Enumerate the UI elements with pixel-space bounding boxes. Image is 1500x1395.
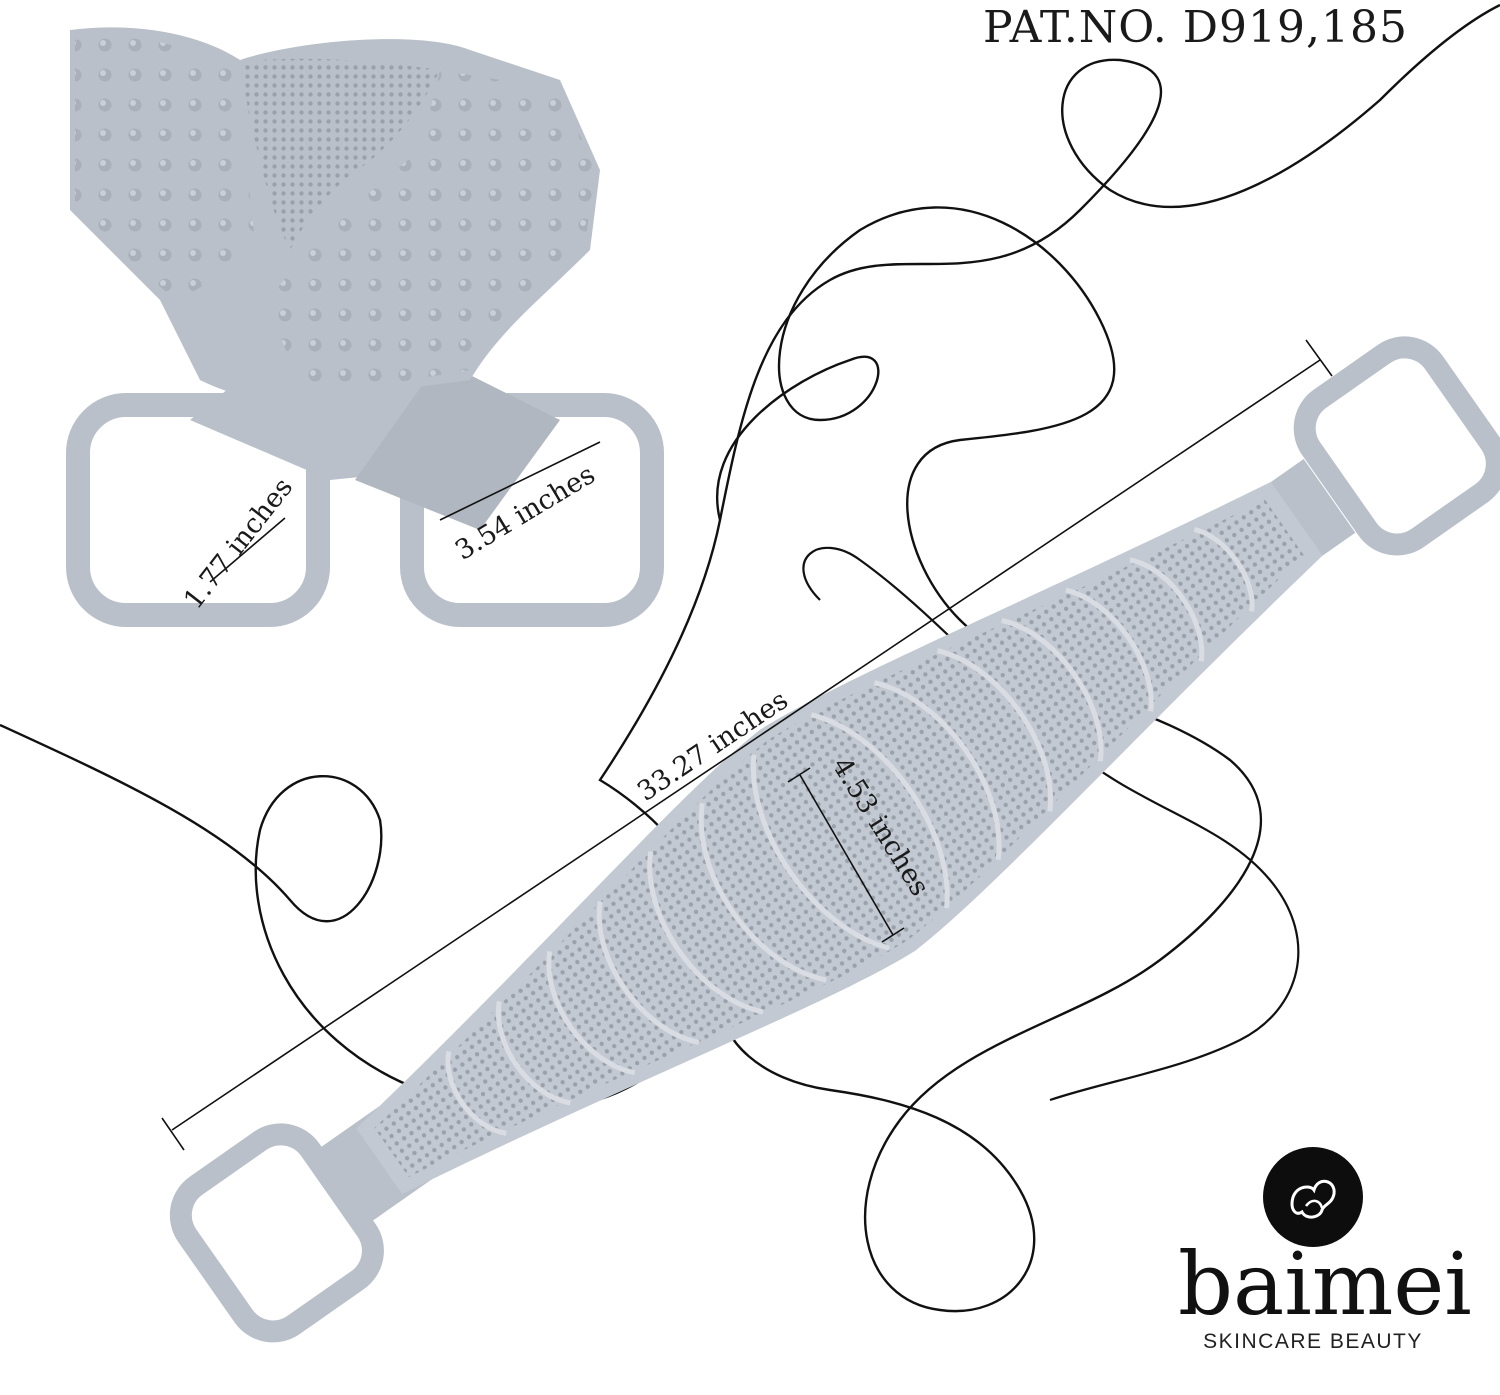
baimei-logo-icon <box>1263 1147 1363 1247</box>
dimension-lines <box>161 339 1333 1151</box>
top-handle <box>1293 336 1500 556</box>
decorative-swirl-line-3 <box>802 546 1300 1102</box>
left-handle <box>66 393 330 627</box>
decorative-swirl-line <box>0 3 1500 1112</box>
brand-name: baimei <box>1178 1235 1472 1335</box>
bottom-handle <box>169 1123 384 1343</box>
right-handle <box>400 393 664 627</box>
brand-block: baimei SKINCARE BEAUTY <box>1178 1146 1472 1354</box>
brand-tagline: SKINCARE BEAUTY <box>1203 1330 1423 1353</box>
patent-number: PAT.NO. D919,185 <box>983 2 1408 53</box>
folded-scrubber <box>66 27 664 627</box>
